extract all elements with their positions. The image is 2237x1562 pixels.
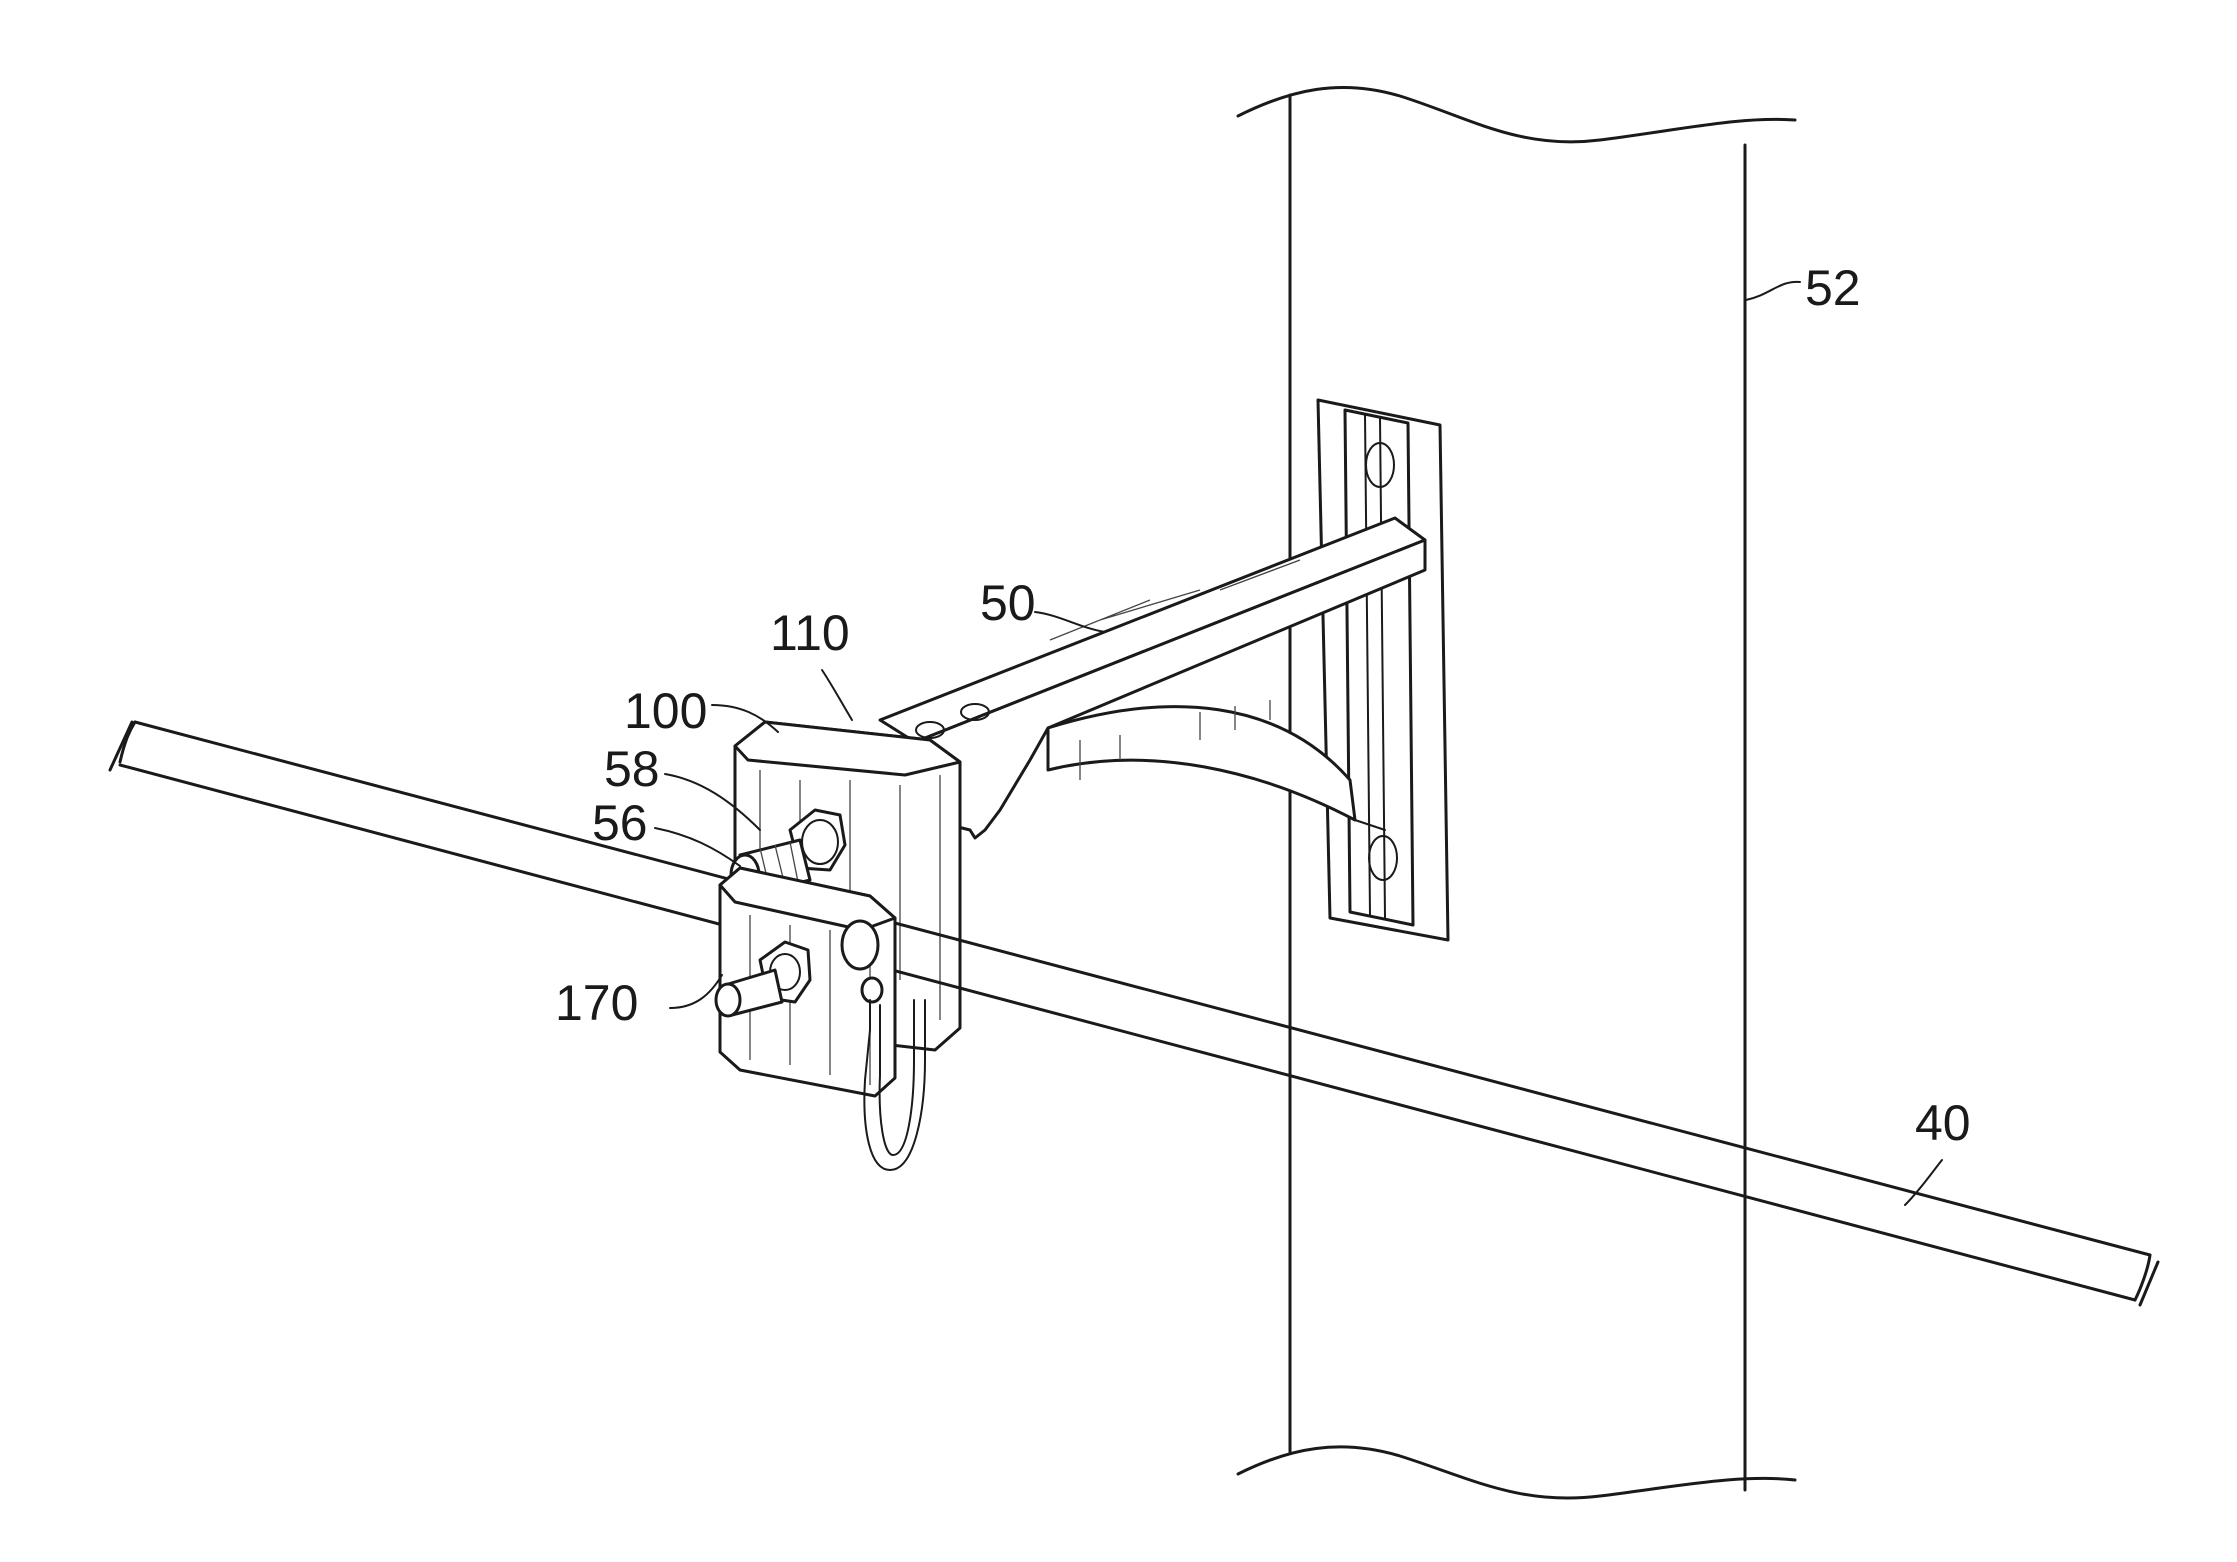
label-52: 52 [1805, 260, 1861, 316]
label-58: 58 [604, 741, 660, 797]
label-100: 100 [624, 683, 707, 739]
label-56: 56 [592, 795, 648, 851]
cable [110, 722, 2158, 1305]
label-110: 110 [770, 605, 850, 661]
label-40: 40 [1915, 1095, 1971, 1151]
mounting-plate [1318, 400, 1448, 940]
label-170: 170 [555, 975, 638, 1031]
label-50: 50 [980, 575, 1036, 631]
